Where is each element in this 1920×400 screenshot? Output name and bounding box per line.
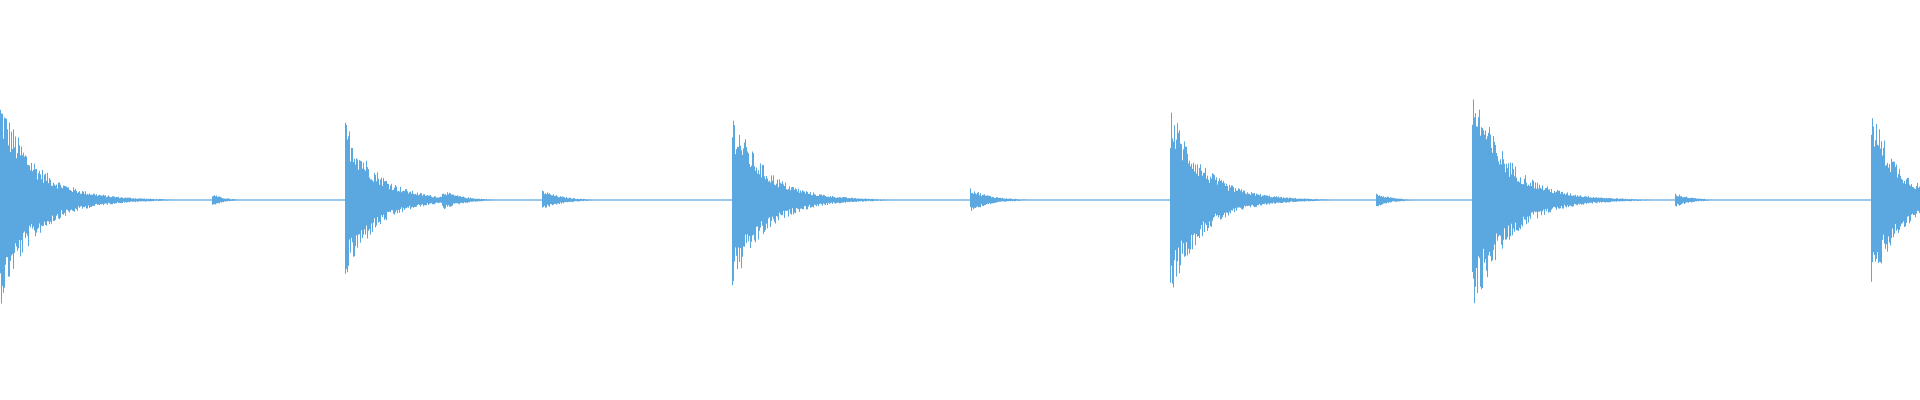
waveform-samples	[0, 99, 1920, 304]
